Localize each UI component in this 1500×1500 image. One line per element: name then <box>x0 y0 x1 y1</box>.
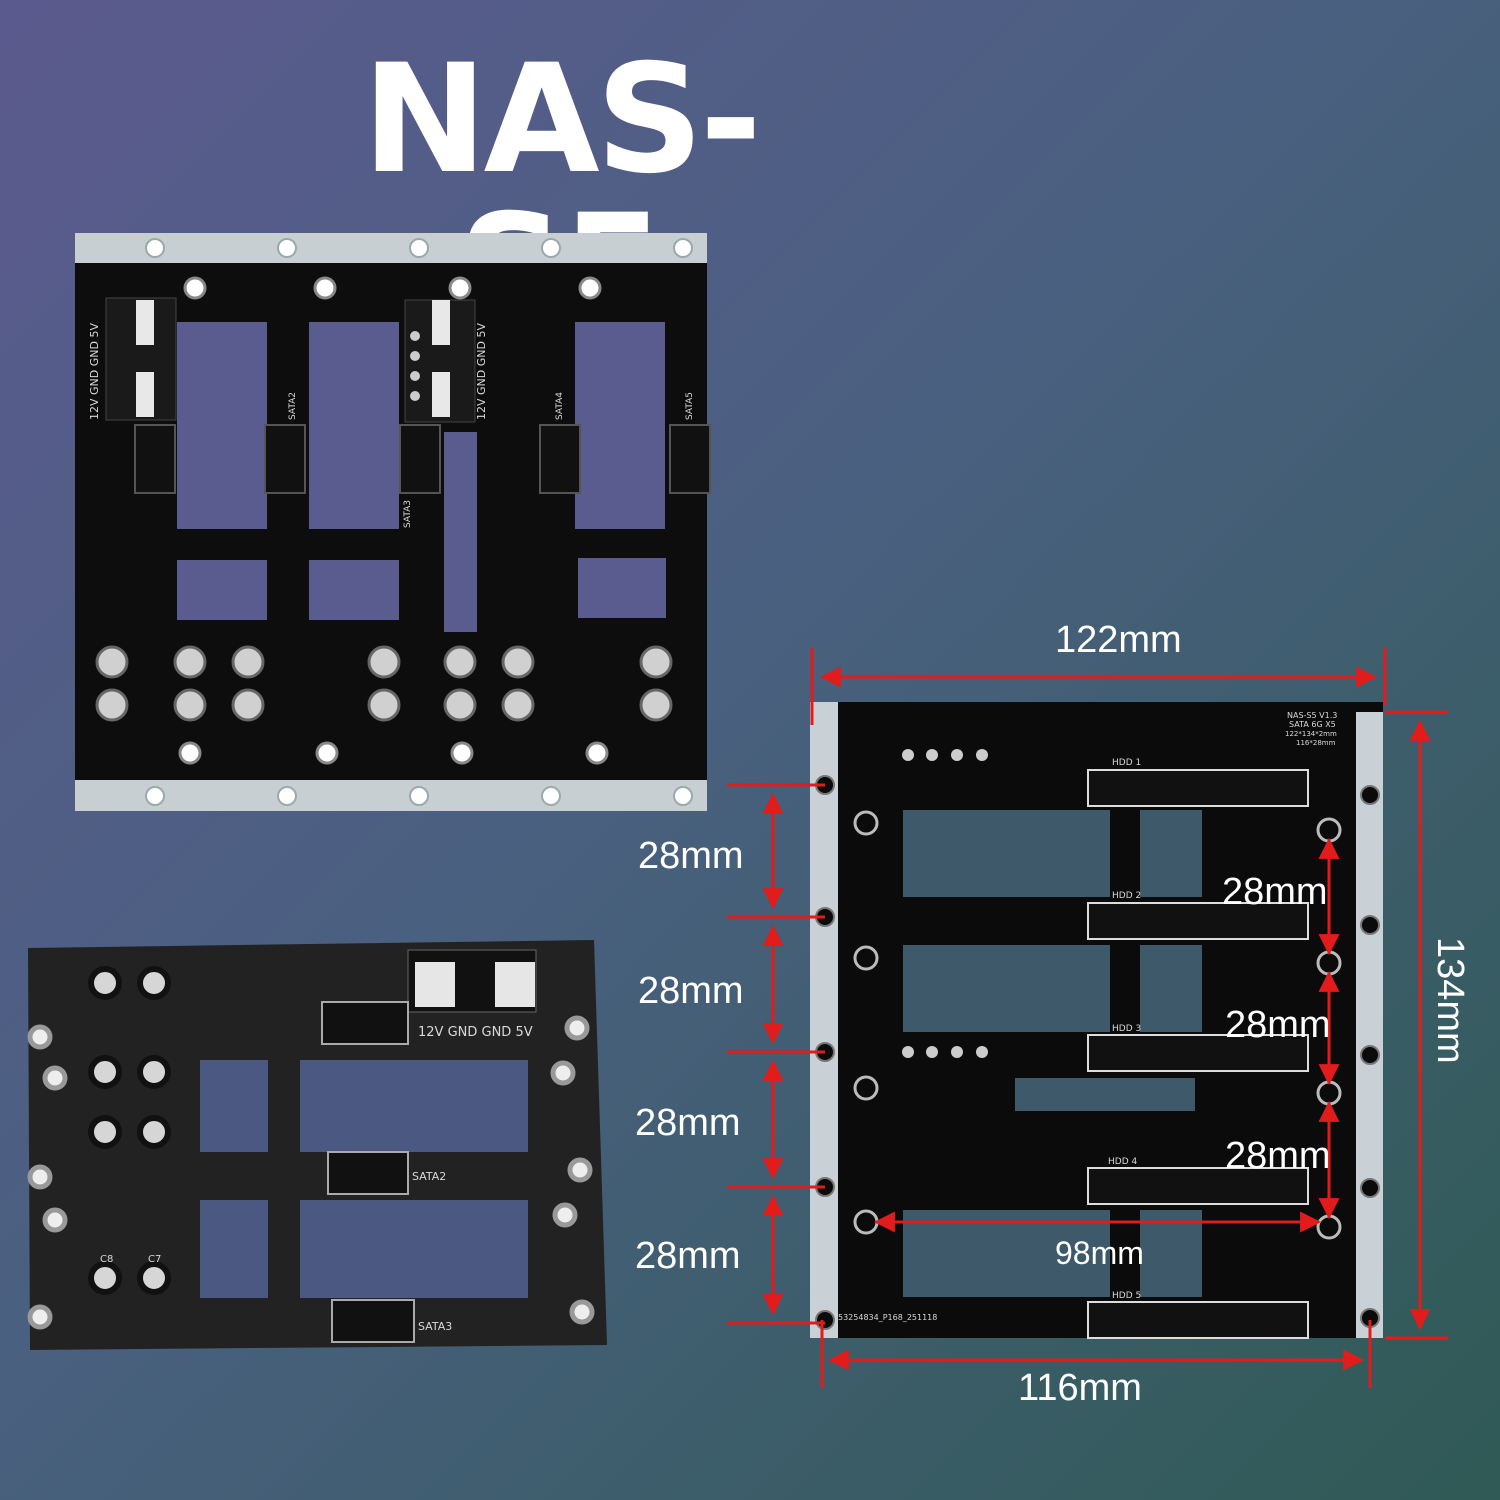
board-top-view: 12V GND GND 5V 12V GND GND 5V SATA2 SATA… <box>75 233 711 811</box>
board-dimensioned-view: HDD 1 HDD 2 HDD 3 HDD 4 HDD 5 NAS-S5 V1.… <box>810 702 1383 1339</box>
dim-pitch-right: 28mm <box>1225 1135 1331 1177</box>
dim-width-top: 122mm <box>1055 619 1182 661</box>
power-label-1: 12V GND GND 5V <box>88 323 101 420</box>
mount-strip-left <box>810 702 838 1338</box>
hdd-label: HDD 3 <box>1112 1024 1141 1034</box>
silk-line: NAS-S5 V1.3 <box>1287 711 1337 720</box>
hdd-label: HDD 2 <box>1112 891 1141 901</box>
dim-pitch-left: 28mm <box>638 835 744 877</box>
mount-strip-right <box>1356 712 1383 1338</box>
power-label-2: 12V GND GND 5V <box>475 323 488 420</box>
dim-hole-span: 98mm <box>1055 1235 1144 1271</box>
power-label: 12V GND GND 5V <box>418 1025 533 1040</box>
dim-height: 134mm <box>1429 937 1471 1064</box>
hdd-label: HDD 5 <box>1112 1291 1141 1301</box>
dim-width-bottom: 116mm <box>1018 1367 1142 1409</box>
dim-pitch-left: 28mm <box>635 1102 741 1144</box>
power-connector-2 <box>404 299 476 423</box>
hdd-label: HDD 4 <box>1108 1157 1137 1167</box>
dim-pitch-left: 28mm <box>635 1235 741 1277</box>
part-code: 53254834_P168_251118 <box>838 1313 937 1322</box>
sata-label: SATA3 <box>403 500 413 528</box>
hdd-label: HDD 1 <box>1112 758 1141 768</box>
cap-label: C7 <box>148 1254 161 1265</box>
sata-label: SATA4 <box>555 392 565 420</box>
sata-label: SATA2 <box>412 1170 446 1183</box>
capacitors <box>95 645 673 722</box>
silk-line: 116*28mm <box>1296 739 1336 747</box>
dimension-lines <box>727 648 1448 1388</box>
cap-label: C8 <box>100 1254 113 1265</box>
dim-pitch-right: 28mm <box>1225 1004 1331 1046</box>
sata-label: SATA3 <box>418 1320 452 1333</box>
board-angled-view: 12V GND GND 5V SATA2 SATA3 C8 C7 <box>27 940 607 1350</box>
silk-line: 122*134*2mm <box>1285 730 1337 738</box>
dim-pitch-left: 28mm <box>638 970 744 1012</box>
mount-strip-bottom <box>75 780 707 811</box>
sata-label: SATA2 <box>288 392 298 420</box>
silk-line: SATA 6G X5 <box>1289 720 1336 729</box>
power-connector-1 <box>105 297 177 421</box>
mount-strip-top <box>75 233 707 263</box>
dim-pitch-right: 28mm <box>1222 871 1328 913</box>
sata-label: SATA5 <box>685 392 695 420</box>
